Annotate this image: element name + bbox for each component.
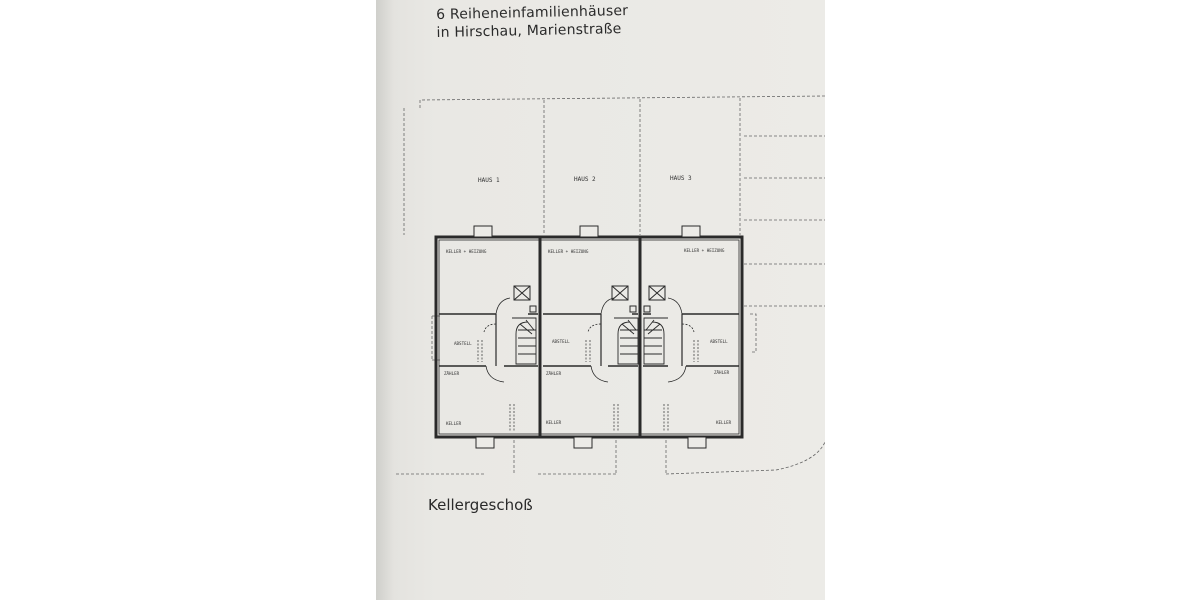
- walls: [434, 235, 744, 439]
- door-swing-top-1: [495, 297, 511, 315]
- stair-3-steps: [644, 319, 662, 355]
- chimney-3: [648, 285, 666, 301]
- room-label-h2-bottom: KELLER: [546, 420, 562, 425]
- house-label-3: HAUS 3: [670, 175, 692, 182]
- room-label-h3-storage: ABSTELL: [710, 339, 728, 344]
- light-well-top-3: [681, 225, 701, 238]
- light-well-bottom-2: [573, 436, 593, 449]
- stair-1-steps: [518, 319, 536, 355]
- mark-storage-1: [477, 340, 483, 362]
- entrance-bump-3: [750, 313, 757, 353]
- plot-bottom-3: [665, 441, 825, 475]
- room-label-h2-meter: ZÄHLER: [546, 371, 562, 376]
- background-left: [0, 0, 376, 600]
- mark-basement-2: [613, 404, 619, 432]
- floor-caption: Kellergeschoß: [428, 496, 533, 514]
- door-swing-top-2: [600, 297, 615, 315]
- plot-boundaries: [396, 95, 825, 475]
- house-label-2: HAUS 2: [574, 176, 596, 183]
- chimneys: [513, 285, 666, 313]
- door-storage-1: [483, 323, 497, 333]
- chimney-2-cross: [611, 285, 629, 301]
- room-label-h2-storage: ABSTELL: [552, 339, 570, 344]
- chimney-2: [611, 285, 629, 301]
- stair-1: [512, 317, 537, 365]
- floor-plan: HAUS 1 HAUS 2 HAUS 3 KELLER + HEIZUNG AB…: [396, 95, 825, 475]
- door-swing-bottom-1: [485, 365, 505, 383]
- duct-3: [643, 305, 651, 313]
- mark-basement-3: [663, 404, 669, 432]
- light-well-top-1: [473, 225, 493, 238]
- installation-marks: [477, 340, 699, 432]
- room-label-h2-top: KELLER + HEIZUNG: [548, 249, 589, 254]
- room-label-h1-storage: ABSTELL: [454, 341, 472, 346]
- plot-top-line: [419, 95, 825, 108]
- document-page: 6 Reiheneinfamilienhäuser in Hirschau, M…: [376, 0, 825, 600]
- door-swing-bottom-3: [667, 365, 687, 383]
- room-label-h1-top: KELLER + HEIZUNG: [446, 249, 487, 254]
- stair-3: [643, 317, 668, 365]
- room-label-h1-meter: ZÄHLER: [444, 371, 460, 376]
- duct-1: [529, 305, 537, 313]
- outer-wall: [434, 235, 744, 439]
- door-swing-bottom-2: [590, 365, 609, 383]
- stair-2-steps: [620, 319, 638, 355]
- light-wells: [473, 225, 707, 449]
- door-storage-2: [587, 323, 602, 333]
- staircases: [512, 317, 668, 365]
- doors: [483, 297, 695, 383]
- light-well-bottom-1: [475, 436, 495, 449]
- chimney-3-cross: [648, 285, 666, 301]
- chimney-1: [513, 285, 531, 301]
- mark-basement-1: [509, 404, 515, 432]
- chimney-1-cross: [513, 285, 531, 301]
- outer-wall-inner: [438, 239, 740, 435]
- background-right: [825, 0, 1200, 600]
- mark-storage-2: [585, 340, 591, 362]
- house-label-1: HAUS 1: [478, 177, 500, 184]
- room-label-h3-meter: ZÄHLER: [714, 370, 730, 375]
- light-well-bottom-3: [687, 436, 707, 449]
- door-storage-3: [681, 323, 695, 333]
- stair-2: [614, 317, 639, 365]
- door-swing-top-3: [667, 297, 683, 315]
- duct-2: [629, 305, 637, 313]
- room-label-h3-bottom: KELLER: [716, 420, 732, 425]
- light-well-top-2: [579, 225, 599, 238]
- room-label-h3-top: KELLER + HEIZUNG: [684, 248, 725, 253]
- room-label-h1-bottom: KELLER: [446, 421, 462, 426]
- mark-storage-3: [693, 340, 699, 362]
